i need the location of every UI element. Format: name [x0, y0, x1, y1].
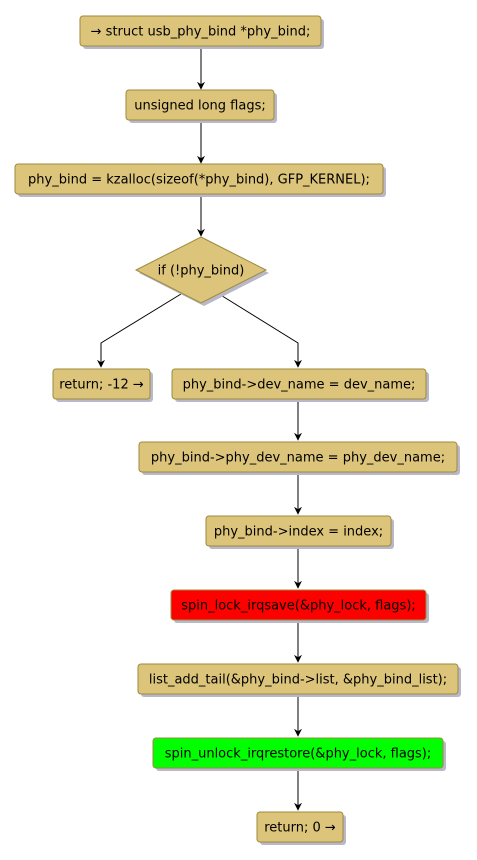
node-declare-flags-label: unsigned long flags; [134, 99, 266, 114]
node-kzalloc-label: phy_bind = kzalloc(sizeof(*phy_bind), GF… [28, 173, 370, 188]
node-set-index-label: phy_bind->index = index; [214, 525, 383, 540]
node-set-phy-dev-name: phy_bind->phy_dev_name = phy_dev_name; [138, 441, 460, 475]
node-declare-flags: unsigned long flags; [125, 89, 277, 123]
node-declare-phy-bind: → struct usb_phy_bind *phy_bind; [79, 15, 324, 49]
node-set-dev-name: phy_bind->dev_name = dev_name; [171, 368, 429, 402]
node-return-error-label: return; -12 → [59, 378, 144, 393]
node-set-index: phy_bind->index = index; [205, 515, 394, 549]
node-spin-unlock: spin_unlock_irqrestore(&phy_lock, flags)… [152, 737, 446, 771]
node-return-ok: return; 0 → [256, 811, 346, 845]
edge-decision-n5 [218, 293, 302, 368]
node-list-add-tail-label: list_add_tail(&phy_bind->list, &phy_bind… [149, 673, 447, 688]
node-spin-lock-label: spin_lock_irqsave(&phy_lock, flags); [181, 599, 416, 614]
node-spin-lock: spin_lock_irqsave(&phy_lock, flags); [170, 589, 429, 623]
node-return-ok-label: return; 0 → [264, 821, 336, 836]
node-declare-phy-bind-label: → struct usb_phy_bind *phy_bind; [91, 25, 311, 40]
edge-decision-return-error [97, 293, 182, 368]
decision-label: if (!phy_bind) [158, 264, 245, 279]
node-decision-phy-bind-null: if (!phy_bind) [134, 236, 269, 306]
node-set-phy-dev-name-label: phy_bind->phy_dev_name = phy_dev_name; [151, 451, 445, 466]
node-set-dev-name-label: phy_bind->dev_name = dev_name; [183, 378, 416, 393]
edges [97, 45, 302, 811]
node-spin-unlock-label: spin_unlock_irqrestore(&phy_lock, flags)… [165, 747, 432, 762]
node-return-error: return; -12 → [52, 368, 153, 402]
node-kzalloc: phy_bind = kzalloc(sizeof(*phy_bind), GF… [14, 163, 386, 197]
node-list-add-tail: list_add_tail(&phy_bind->list, &phy_bind… [137, 663, 461, 697]
